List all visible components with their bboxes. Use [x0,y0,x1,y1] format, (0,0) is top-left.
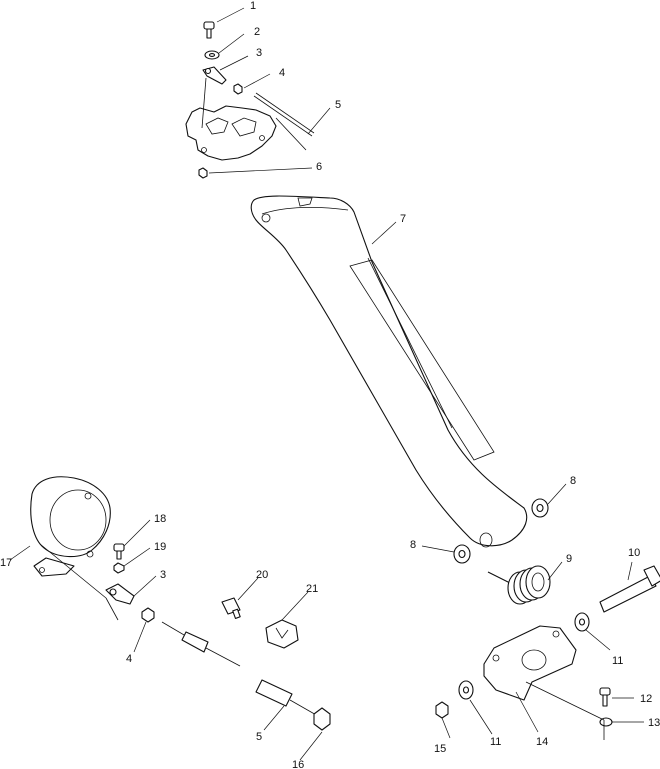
part-5-cable-upper [253,92,315,151]
part-2-washer [204,50,220,60]
callout-14: 14 [536,736,548,748]
part-upper-bracket-plate [185,77,277,161]
part-16-nut [313,707,331,731]
part-18-screw [113,543,125,560]
callout-10: 10 [628,547,640,559]
callout-3: 3 [256,47,262,59]
part-10-bolt [599,565,660,613]
callout-5-lower: 5 [256,731,262,743]
part-3-cable-end [202,66,227,85]
part-5-cable-lower [161,621,319,717]
callout-9: 9 [566,553,572,565]
callout-17: 17 [0,557,12,569]
callout-8-right: 8 [570,475,576,487]
callout-4-lower: 4 [126,653,132,665]
leader-lines [9,7,644,761]
part-8-washer-right [531,498,549,518]
part-6-nut [198,167,208,179]
part-17-clamp-band [30,476,119,621]
callout-5: 5 [335,99,341,111]
part-4-nut [233,83,243,95]
part-21-clip [265,619,299,649]
part-7-lever-arm [250,195,528,548]
part-4-nut-lower [141,607,155,623]
part-20-screw [221,597,241,619]
callout-20: 20 [256,569,268,581]
callout-15: 15 [434,743,446,755]
callout-1: 1 [250,0,256,12]
part-1-screw [203,21,215,39]
part-12-screw [599,687,611,707]
part-3-cable-end-lower [105,583,135,605]
part-15-nut [435,701,449,719]
callout-21: 21 [306,583,318,595]
callout-11-left: 11 [490,736,501,748]
part-8-washer-left [453,544,471,564]
part-11-washer-right [574,612,590,632]
callout-13: 13 [648,717,660,729]
callout-8-left: 8 [410,539,416,551]
part-11-washer-left [458,680,474,700]
callout-2: 2 [254,26,260,38]
callout-6: 6 [316,161,322,173]
part-9-torsion-spring [487,565,551,605]
callout-4: 4 [279,67,285,79]
part-14-bracket [483,625,605,740]
callout-19: 19 [154,541,166,553]
callout-16: 16 [292,759,304,769]
callout-7: 7 [400,213,406,225]
callout-11-right: 11 [612,655,623,667]
callout-18: 18 [154,513,166,525]
callout-3-lower: 3 [160,569,166,581]
callout-12: 12 [640,693,652,705]
part-19-nut [113,562,125,574]
